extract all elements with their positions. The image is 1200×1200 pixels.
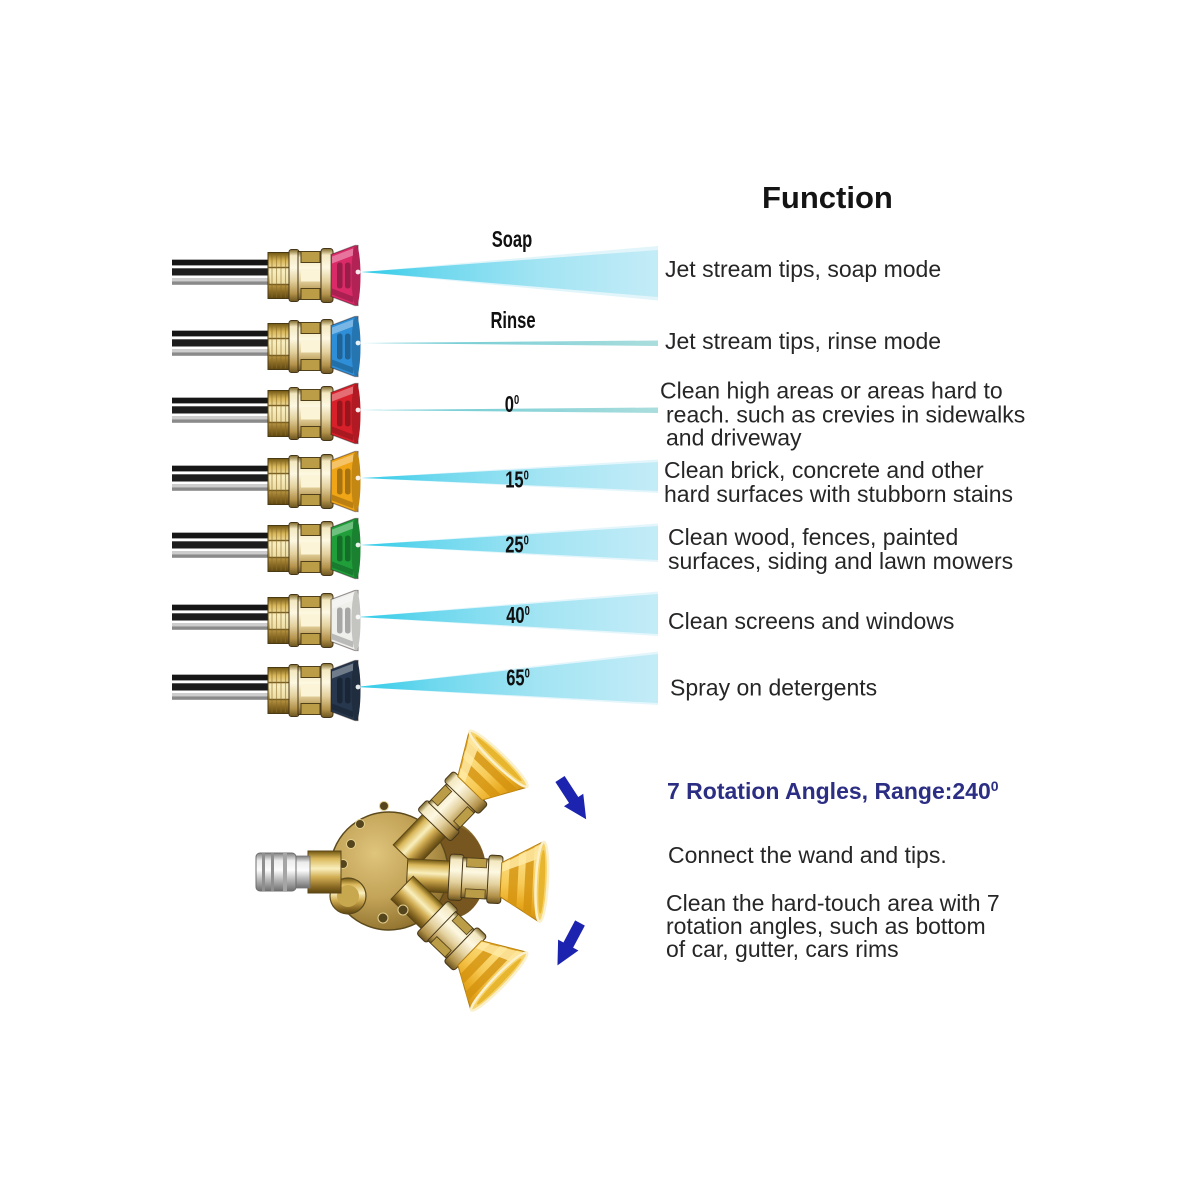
svg-text:Clean wood, fences, painted: Clean wood, fences, painted bbox=[668, 524, 958, 550]
svg-text:hard surfaces with stubborn st: hard surfaces with stubborn stains bbox=[664, 481, 1013, 507]
svg-text:400: 400 bbox=[506, 603, 530, 628]
svg-text:Soap: Soap bbox=[492, 227, 532, 252]
svg-text:00: 00 bbox=[505, 392, 519, 417]
svg-text:and driveway: and driveway bbox=[666, 425, 802, 451]
svg-text:Connect the wand and tips.: Connect the wand and tips. bbox=[668, 842, 947, 868]
svg-text:reach. such as crevies in side: reach. such as crevies in sidewalks bbox=[666, 402, 1025, 428]
svg-text:Clean screens and windows: Clean screens and windows bbox=[668, 608, 954, 634]
svg-text:Jet stream tips, rinse mode: Jet stream tips, rinse mode bbox=[665, 328, 941, 354]
svg-text:rotation angles, such as botto: rotation angles, such as bottom bbox=[666, 913, 986, 939]
svg-text:Rinse: Rinse bbox=[490, 308, 535, 333]
svg-text:Spray on detergents: Spray on detergents bbox=[670, 675, 877, 701]
svg-text:Jet stream tips, soap mode: Jet stream tips, soap mode bbox=[665, 256, 941, 282]
svg-text:7 Rotation Angles, Range:2400: 7 Rotation Angles, Range:2400 bbox=[667, 778, 999, 804]
svg-text:650: 650 bbox=[506, 666, 530, 691]
svg-text:of car, gutter, cars rims: of car, gutter, cars rims bbox=[666, 936, 899, 962]
svg-text:Clean high areas or areas hard: Clean high areas or areas hard to bbox=[660, 378, 1003, 404]
svg-text:Clean brick, concrete and othe: Clean brick, concrete and other bbox=[664, 457, 984, 483]
svg-text:surfaces, siding and lawn mowe: surfaces, siding and lawn mowers bbox=[668, 548, 1013, 574]
svg-text:250: 250 bbox=[505, 533, 529, 558]
svg-text:150: 150 bbox=[505, 468, 529, 493]
svg-text:Clean the hard-touch area with: Clean the hard-touch area with 7 bbox=[666, 890, 1000, 916]
svg-text:Function: Function bbox=[762, 180, 893, 215]
